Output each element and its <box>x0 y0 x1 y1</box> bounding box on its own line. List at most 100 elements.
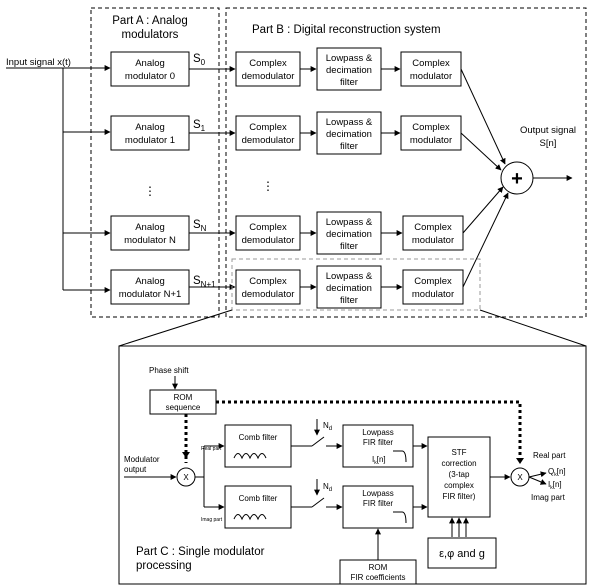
decimation-switch-real <box>311 436 325 447</box>
complex-modulator-0: Complex modulator <box>400 51 462 87</box>
ellipsis-left: ⋮ <box>144 184 156 198</box>
decimation-switch-imag <box>311 497 325 508</box>
complex-modulator-n1: Complex modulator <box>402 269 464 305</box>
lowpass-fir-filter-real: Lowpass FIR filter Ik[n] <box>342 424 414 468</box>
svg-text:modulator N+1: modulator N+1 <box>119 289 182 300</box>
svg-text:demodulator: demodulator <box>242 235 295 246</box>
nd-label-real: Nd <box>323 421 332 432</box>
nd-label-imag: Nd <box>323 482 332 493</box>
svg-text:correction: correction <box>441 459 476 468</box>
part-b-frame <box>225 7 587 318</box>
svg-text:Complex: Complex <box>249 222 287 233</box>
svg-text:Complex: Complex <box>249 58 287 69</box>
svg-text:Lowpass: Lowpass <box>362 428 394 437</box>
svg-text:FIR filter): FIR filter) <box>443 492 476 501</box>
part-c-title-1: Part C : Single modulator <box>136 546 265 558</box>
complex-modulator-n: Complex modulator <box>402 215 464 251</box>
complex-demodulator-1: Complex demodulator <box>235 115 301 151</box>
part-c-title-2: processing <box>136 560 192 572</box>
lowpass-decimation-filter-n: Lowpass & decimation filter <box>316 211 382 255</box>
comb-filter-imag: Comb filter <box>224 485 292 529</box>
input-signal-label: Input signal x(t) <box>6 57 71 68</box>
svg-text:FIR filter: FIR filter <box>363 499 394 508</box>
svg-text:Analog: Analog <box>135 222 165 233</box>
svg-text:complex: complex <box>444 481 474 490</box>
output-label-1: Output signal <box>520 125 576 136</box>
svg-text:Analog: Analog <box>135 122 165 133</box>
svg-text:sequence: sequence <box>166 403 201 412</box>
svg-text:modulator: modulator <box>412 289 454 300</box>
svg-text:Lowpass &: Lowpass & <box>326 53 373 64</box>
svg-text:filter: filter <box>340 295 358 306</box>
svg-text:Ik[n]: Ik[n] <box>372 455 386 466</box>
analog-modulator-1: Analog modulator 1 <box>110 115 190 151</box>
sn1-label: SN+1 <box>193 275 216 289</box>
svg-text:demodulator: demodulator <box>242 289 295 300</box>
svg-text:Complex: Complex <box>414 222 452 233</box>
real-part-label: Real part <box>533 451 566 460</box>
svg-text:Complex: Complex <box>249 276 287 287</box>
svg-text:ROM: ROM <box>174 393 193 402</box>
qk-output-label: Qk[n] <box>548 467 566 478</box>
rom-to-right-mixer <box>216 400 522 463</box>
complex-modulator-1: Complex modulator <box>400 115 462 151</box>
svg-text:filter: filter <box>340 77 358 88</box>
svg-text:X: X <box>183 473 189 482</box>
svg-text:decimation: decimation <box>326 229 372 240</box>
ik-output-label: Ik[n] <box>548 480 562 491</box>
output-label-2: S[n] <box>540 138 557 149</box>
svg-text:Analog: Analog <box>135 58 165 69</box>
complex-demodulator-n1: Complex demodulator <box>235 269 301 305</box>
lowpass-decimation-filter-n1: Lowpass & decimation filter <box>316 265 382 309</box>
s1-label: S1 <box>193 119 206 133</box>
svg-text:decimation: decimation <box>326 283 372 294</box>
svg-text:demodulator: demodulator <box>242 71 295 82</box>
svg-text:Lowpass &: Lowpass & <box>326 271 373 282</box>
svg-text:modulator: modulator <box>410 135 452 146</box>
part-c-source-highlight <box>231 258 481 311</box>
svg-text:FIR filter: FIR filter <box>363 438 394 447</box>
svg-text:X: X <box>517 473 523 482</box>
svg-text:STF: STF <box>451 448 466 457</box>
modulator-output-label-2: output <box>124 465 147 474</box>
part-a-title-2: modulators <box>122 29 179 41</box>
complex-demodulator-n: Complex demodulator <box>235 215 301 251</box>
imag-part-small-label: Imag part <box>201 517 223 523</box>
svg-text:modulator 1: modulator 1 <box>125 135 175 146</box>
svg-text:FIR coefficients: FIR coefficients <box>351 573 406 582</box>
svg-text:modulator: modulator <box>410 71 452 82</box>
lowpass-decimation-filter-0: Lowpass & decimation filter <box>316 47 382 91</box>
svg-text:Lowpass: Lowpass <box>362 489 394 498</box>
svg-text:filter: filter <box>340 141 358 152</box>
imag-part-label: Imag part <box>531 493 566 502</box>
svg-text:(3-tap: (3-tap <box>449 470 470 479</box>
svg-text:Lowpass &: Lowpass & <box>326 117 373 128</box>
svg-text:Comb filter: Comb filter <box>239 494 278 503</box>
svg-text:modulator: modulator <box>412 235 454 246</box>
svg-text:demodulator: demodulator <box>242 135 295 146</box>
phase-shift-label: Phase shift <box>149 366 189 375</box>
svg-text:decimation: decimation <box>326 129 372 140</box>
lowpass-decimation-filter-1: Lowpass & decimation filter <box>316 111 382 155</box>
svg-text:Complex: Complex <box>412 58 450 69</box>
svg-text:modulator 0: modulator 0 <box>125 71 175 82</box>
s0-label: S0 <box>193 53 206 67</box>
svg-text:Analog: Analog <box>135 276 165 287</box>
lowpass-fir-filter-imag: Lowpass FIR filter <box>342 485 414 529</box>
comb-filter-real: Comb filter <box>224 424 292 468</box>
real-part-small-label: Real part <box>201 446 222 452</box>
error-params-block: ε,φ and g <box>427 537 497 569</box>
svg-text:Complex: Complex <box>249 122 287 133</box>
analog-modulator-0: Analog modulator 0 <box>110 51 190 87</box>
svg-text:ε,φ and g: ε,φ and g <box>439 548 485 560</box>
rom-sequence-block: ROM sequence <box>149 389 217 415</box>
svg-text:Comb filter: Comb filter <box>239 433 278 442</box>
svg-text:Complex: Complex <box>412 122 450 133</box>
sn-label: SN <box>193 219 207 233</box>
analog-modulator-n1: Analog modulator N+1 <box>110 269 190 305</box>
part-a-frame <box>90 7 220 318</box>
svg-text:Lowpass &: Lowpass & <box>326 217 373 228</box>
part-b-title: Part B : Digital reconstruction system <box>252 24 441 36</box>
svg-text:Complex: Complex <box>414 276 452 287</box>
